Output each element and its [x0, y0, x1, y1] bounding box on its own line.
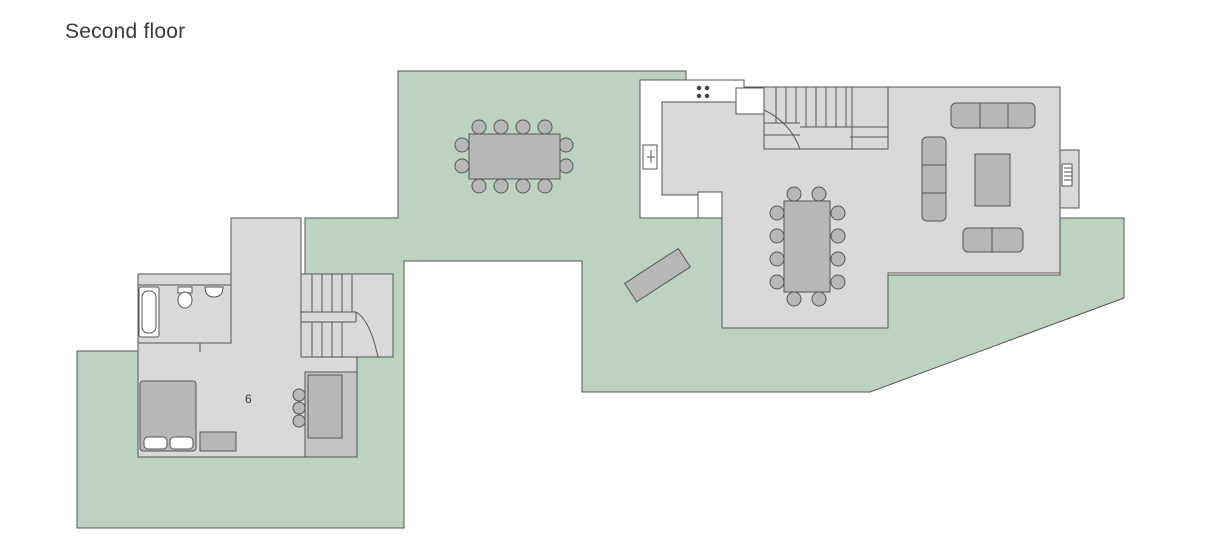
bed: [139, 380, 197, 452]
lower-stairs: [300, 273, 394, 358]
kitchen-island-block: [735, 87, 765, 115]
dining-table-indoor: [769, 186, 846, 307]
coffee-table: [974, 153, 1011, 207]
sofa-top: [950, 102, 1036, 129]
upper-stairs: [763, 86, 889, 150]
toilet-icon: [177, 286, 193, 309]
bathroom-wall-top: [137, 273, 232, 286]
desk: [307, 374, 343, 439]
fireplace-icon: [1059, 149, 1080, 209]
desk-chairs: [292, 388, 306, 428]
sofa-bottom: [962, 227, 1024, 253]
sofa-left: [921, 136, 947, 222]
sun-lounger: [623, 247, 691, 303]
room-label-6: 6: [245, 392, 252, 406]
washbasin-icon: [204, 286, 224, 298]
floor-title: Second floor: [65, 20, 186, 43]
kitchen-corner-block: [697, 191, 723, 219]
dining-table-outdoor: [454, 119, 574, 194]
hob-icon: [696, 85, 710, 99]
bedside-cabinet: [199, 431, 237, 452]
bathtub-icon: [138, 286, 160, 338]
kitchen-counter: [639, 79, 745, 219]
